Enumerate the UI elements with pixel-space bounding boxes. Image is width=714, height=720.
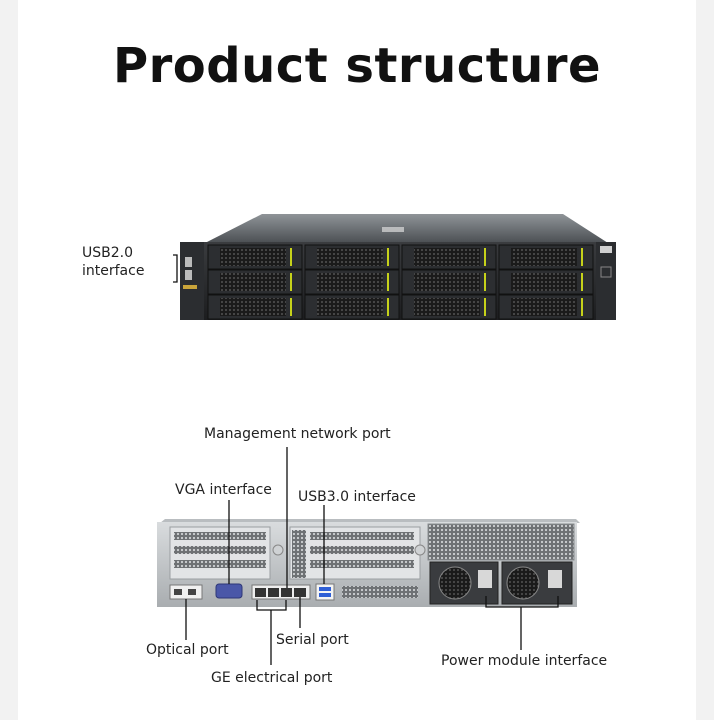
server-top-lid — [205, 214, 608, 243]
drive-bay-grill — [414, 298, 480, 316]
drive-bay-grill — [511, 298, 577, 316]
drive-bay-latch — [484, 273, 486, 291]
serial-port — [294, 588, 306, 597]
drive-bay-grill — [317, 248, 383, 266]
right-rack-ear — [596, 242, 616, 320]
drive-bay-latch — [290, 248, 292, 266]
callout-vga-interface: VGA interface — [175, 482, 272, 498]
callout-optical-port: Optical port — [146, 642, 229, 658]
drive-bay-grill — [317, 273, 383, 291]
drive-bay-grill — [511, 273, 577, 291]
power-button — [600, 266, 612, 278]
callout-usb30-interface: USB3.0 interface — [298, 489, 416, 505]
drive-bay-grill — [220, 248, 286, 266]
left-rack-ear — [180, 242, 204, 320]
lid-label — [382, 227, 404, 232]
drive-bays — [207, 244, 594, 320]
drive-bay-latch — [581, 298, 583, 316]
callout-serial-port: Serial port — [276, 632, 349, 648]
usb-port-1 — [185, 257, 192, 267]
vga-port — [215, 583, 243, 599]
brand-badge — [600, 246, 612, 253]
callout-ge-electrical-port: GE electrical port — [211, 670, 333, 686]
callout-power-module-interface: Power module interface — [441, 653, 608, 669]
callout-usb20: USB2.0 interface — [82, 245, 145, 279]
usb30-port — [315, 583, 335, 601]
callout-management-network-port: Management network port — [204, 426, 391, 442]
drive-bay-latch — [290, 273, 292, 291]
drive-bay-latch — [290, 298, 292, 316]
server-front-view — [180, 214, 616, 320]
drive-bay-latch — [387, 273, 389, 291]
drive-bay-grill — [414, 248, 480, 266]
drive-bay-latch — [387, 248, 389, 266]
drive-bay-latch — [581, 273, 583, 291]
drive-bay-latch — [484, 248, 486, 266]
management-network-port — [281, 588, 292, 597]
drive-bay-latch — [581, 248, 583, 266]
server-rear-view — [157, 519, 580, 607]
drive-bay-latch — [484, 298, 486, 316]
drive-bay-grill — [220, 298, 286, 316]
front-leds — [183, 285, 197, 289]
drive-bay-grill — [414, 273, 480, 291]
drive-bay-grill — [220, 273, 286, 291]
drive-bay-latch — [387, 298, 389, 316]
drive-bay-grill — [317, 298, 383, 316]
drive-bay-grill — [511, 248, 577, 266]
page-title: Product structure — [112, 38, 602, 94]
usb-port-2 — [185, 270, 192, 280]
leader-lines — [173, 254, 559, 665]
